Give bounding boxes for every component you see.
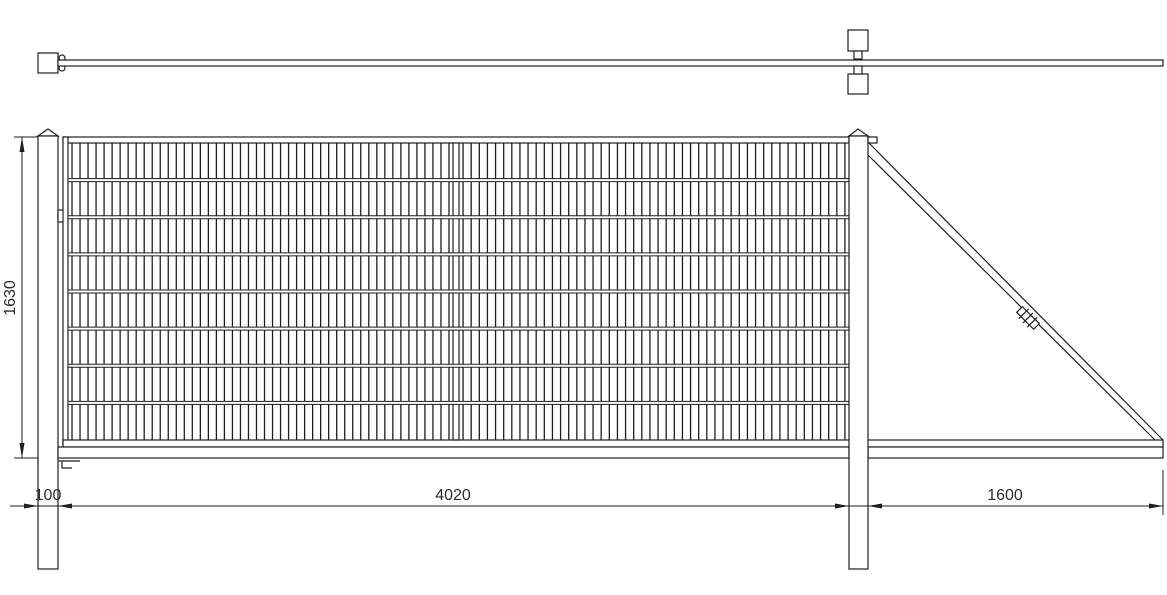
gate-width-label: 4020 <box>435 487 471 504</box>
mesh-horizontal-wire <box>67 178 850 183</box>
mesh-horizontal-wire <box>67 252 850 257</box>
right-post-body <box>848 135 869 570</box>
mesh-horizontal-wire <box>67 400 850 405</box>
gate-top-rail <box>62 136 850 144</box>
gate-bottom-beam <box>57 446 850 459</box>
plan-roller-post-top <box>847 29 869 52</box>
mesh-horizontal-wire <box>67 326 850 331</box>
brace-coupling <box>1015 305 1041 331</box>
brace-coupling-bolt-3 <box>1026 316 1038 328</box>
plan-gate-rail <box>57 59 1164 67</box>
gate-bottom-rail <box>62 439 1164 448</box>
tail-arrow-right <box>1149 503 1163 509</box>
gate-left-stile <box>62 136 69 446</box>
post-width-label: 100 <box>35 487 62 504</box>
tail-diagonal-brace <box>867 141 1164 441</box>
plan-view <box>37 29 1164 95</box>
plan-left-post <box>37 52 59 74</box>
mesh-horizontal-wire <box>67 289 850 294</box>
dimension-lines <box>10 136 1164 515</box>
mesh-horizontal-wire <box>67 215 850 220</box>
post-arrow-right <box>58 503 72 509</box>
plan-roller-post-bottom <box>847 73 869 95</box>
left-ground-catch <box>58 460 80 469</box>
right-post-cap <box>847 128 870 137</box>
post-arrow-left <box>24 503 38 509</box>
height-dimension-label: 1630 <box>2 280 19 316</box>
gate-frame <box>57 136 1164 459</box>
left-post-body <box>37 135 59 570</box>
right-post-guide <box>867 136 878 144</box>
plan-roller-bottom <box>853 65 863 75</box>
height-arrow-bottom <box>19 443 25 458</box>
right-post <box>847 128 878 570</box>
plan-roller-top <box>853 50 863 60</box>
tail-length-label: 1600 <box>987 487 1023 504</box>
brace-line-bottom <box>867 154 1156 441</box>
tail-bottom-beam <box>867 446 1164 459</box>
gate-arrow-right <box>835 503 849 509</box>
mesh-horizontal-wire <box>67 363 850 368</box>
tail-arrow-left <box>868 503 882 509</box>
left-post-cap <box>36 128 60 137</box>
brace-coupling-bolt-1 <box>1018 308 1030 320</box>
height-arrow-top <box>19 137 25 152</box>
left-post <box>36 128 80 570</box>
brace-line-top <box>867 141 1164 441</box>
front-view <box>36 128 1164 570</box>
dimension-labels: 1630 100 4020 1600 <box>2 280 1023 504</box>
brace-coupling-bolt-2 <box>1022 312 1034 324</box>
